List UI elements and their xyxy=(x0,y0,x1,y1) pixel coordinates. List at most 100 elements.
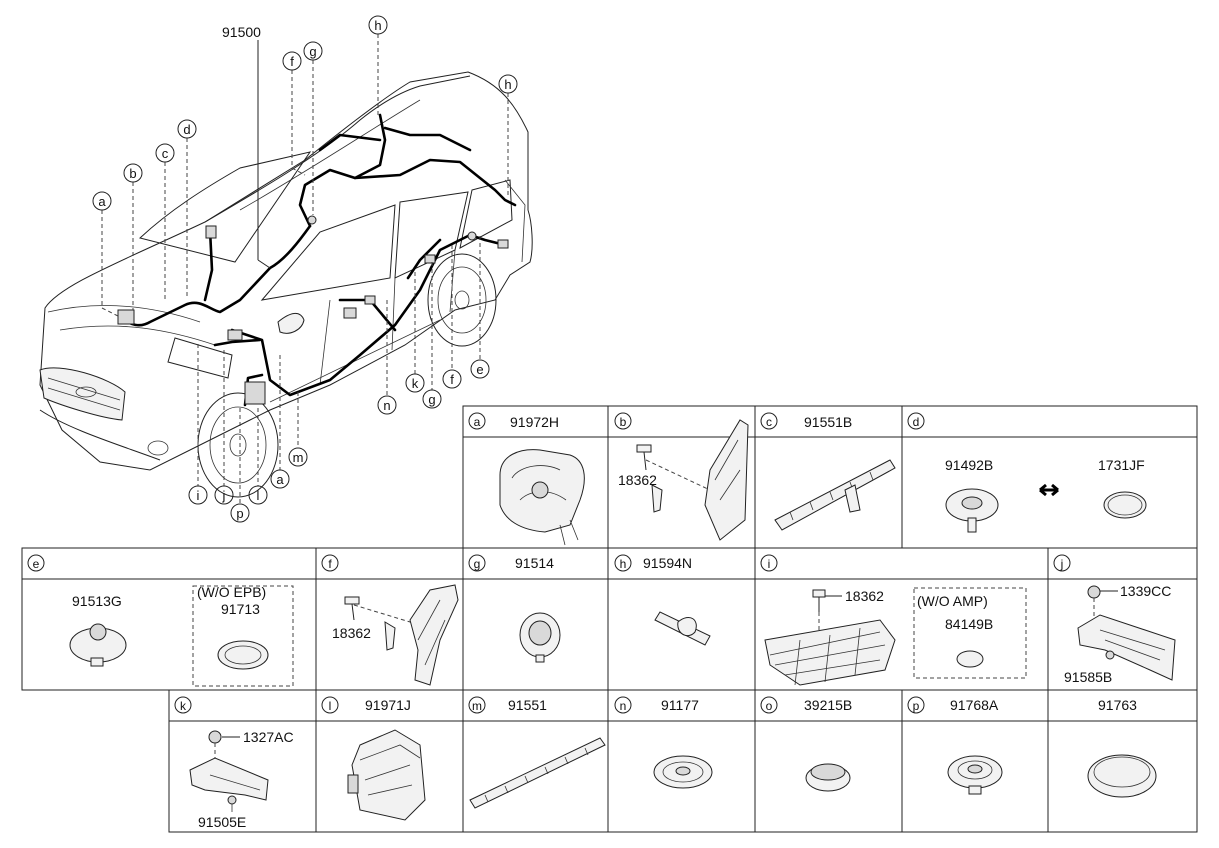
part-number: 91492B xyxy=(945,457,993,473)
svg-text:j: j xyxy=(222,488,226,503)
part-number: 18362 xyxy=(332,625,371,641)
part-number: 91551B xyxy=(804,414,852,430)
callout-e: e xyxy=(470,236,490,379)
callout-n: n xyxy=(377,300,397,415)
cell-letter: j xyxy=(1060,557,1064,571)
protector-part-drawing xyxy=(774,459,896,531)
parts-table: a 91972H b 18362 xyxy=(21,405,1198,833)
callout-m: m xyxy=(288,392,308,467)
cell-c: c 91551B xyxy=(760,412,896,531)
vehicle-callouts: a b c d h f g h i j p l a m n k xyxy=(92,15,518,523)
callout-i: i xyxy=(188,344,208,505)
electronic-unit-part-drawing xyxy=(347,729,426,821)
cell-letter: b xyxy=(620,415,627,429)
cell-l: l 91971J xyxy=(321,696,426,821)
callout-f-top: f xyxy=(282,51,306,176)
cell-m: m 91551 xyxy=(468,696,606,809)
callout-p: p xyxy=(230,408,250,523)
svg-text:n: n xyxy=(383,398,390,413)
cell-p: p 91768A xyxy=(907,696,1003,795)
option-note: (W/O AMP) xyxy=(917,593,988,609)
svg-text:k: k xyxy=(412,376,419,391)
part-number: 18362 xyxy=(845,588,884,604)
svg-text:d: d xyxy=(183,122,190,137)
callout-b: b xyxy=(123,163,143,310)
cell-letter: o xyxy=(766,699,773,713)
cell-letter: l xyxy=(329,699,332,713)
cell-g: g 91514 xyxy=(468,554,561,663)
plug-part-drawing xyxy=(805,763,851,792)
part-number: 91768A xyxy=(950,697,999,713)
svg-text:f: f xyxy=(450,372,454,387)
grommet-part-drawing xyxy=(947,755,1003,795)
svg-text:l: l xyxy=(257,488,260,503)
callout-f-bottom: f xyxy=(442,245,462,389)
cell-h: h 91594N xyxy=(614,554,711,646)
part-number: 1327AC xyxy=(243,729,294,745)
module-bracket-part-drawing xyxy=(1077,585,1176,681)
svg-text:e: e xyxy=(476,362,483,377)
callout-h-top: h xyxy=(368,15,388,118)
svg-text:f: f xyxy=(290,54,294,69)
part-number: 91585B xyxy=(1064,669,1112,685)
part-number: 1339CC xyxy=(1120,583,1171,599)
tie-strap-part-drawing xyxy=(654,611,711,646)
cell-letter: k xyxy=(180,699,187,713)
plug-part-drawing xyxy=(1103,491,1147,519)
main-harness-label: 91500 xyxy=(222,24,261,40)
part-number: 18362 xyxy=(618,472,657,488)
cell-unlettered: 91763 xyxy=(1087,697,1157,798)
double-arrow-icon xyxy=(1039,483,1059,497)
callout-a-bottom: a xyxy=(270,355,290,489)
part-number: 91971J xyxy=(365,697,411,713)
cell-f: f 18362 xyxy=(321,554,459,686)
svg-text:h: h xyxy=(504,77,511,92)
wiring-harness xyxy=(117,113,517,407)
part-number: 1731JF xyxy=(1098,457,1145,473)
cell-k: k 1327AC 91505E xyxy=(174,696,294,830)
cell-letter: p xyxy=(913,699,920,713)
cell-j: j 1339CC 91585B xyxy=(1053,554,1176,685)
bolt-bracket-part-drawing xyxy=(344,584,459,686)
cover-part-drawing xyxy=(1087,754,1157,798)
cell-letter: h xyxy=(620,557,627,571)
svg-text:h: h xyxy=(374,18,381,33)
callout-l: l xyxy=(248,408,268,505)
option-note: (W/O EPB) xyxy=(197,584,266,600)
part-number: 91177 xyxy=(661,697,699,713)
cell-a: a 91972H xyxy=(468,412,585,546)
part-number: 91514 xyxy=(515,555,554,571)
part-number: 91972H xyxy=(510,414,559,430)
svg-text:m: m xyxy=(293,450,304,465)
clock-spring-part-drawing xyxy=(499,449,585,546)
cell-letter: d xyxy=(913,415,920,429)
bracket-assembly-part-drawing xyxy=(764,589,896,686)
cell-letter: i xyxy=(768,557,771,571)
part-number: 84149B xyxy=(945,616,993,632)
cell-e: e 91513G (W/O EPB) 91713 xyxy=(27,554,294,687)
callout-a-top: a xyxy=(92,191,119,317)
cell-b: b 18362 xyxy=(614,412,749,541)
callout-g-bottom: g xyxy=(422,262,442,409)
part-number: 91763 xyxy=(1098,697,1137,713)
callout-c: c xyxy=(155,143,175,302)
svg-text:a: a xyxy=(276,472,284,487)
cell-d: d 91492B 1731JF xyxy=(907,412,1147,533)
svg-text:g: g xyxy=(309,44,316,59)
grommet-part-drawing xyxy=(653,755,713,789)
cell-o: o 39215B xyxy=(760,696,852,792)
part-number: 91594N xyxy=(643,555,692,571)
cell-letter: m xyxy=(472,699,482,713)
module-bracket-part-drawing xyxy=(189,730,269,812)
svg-text:i: i xyxy=(197,488,200,503)
cell-letter: c xyxy=(766,415,772,429)
callout-g-top: g xyxy=(303,41,323,215)
part-number: 91713 xyxy=(221,601,260,617)
svg-text:p: p xyxy=(236,506,243,521)
bolt-bracket-part-drawing xyxy=(636,419,749,541)
grommet-part-drawing xyxy=(69,623,127,667)
cell-letter: e xyxy=(33,557,40,571)
part-number: 91551 xyxy=(508,697,547,713)
grommet-part-drawing xyxy=(519,612,561,663)
